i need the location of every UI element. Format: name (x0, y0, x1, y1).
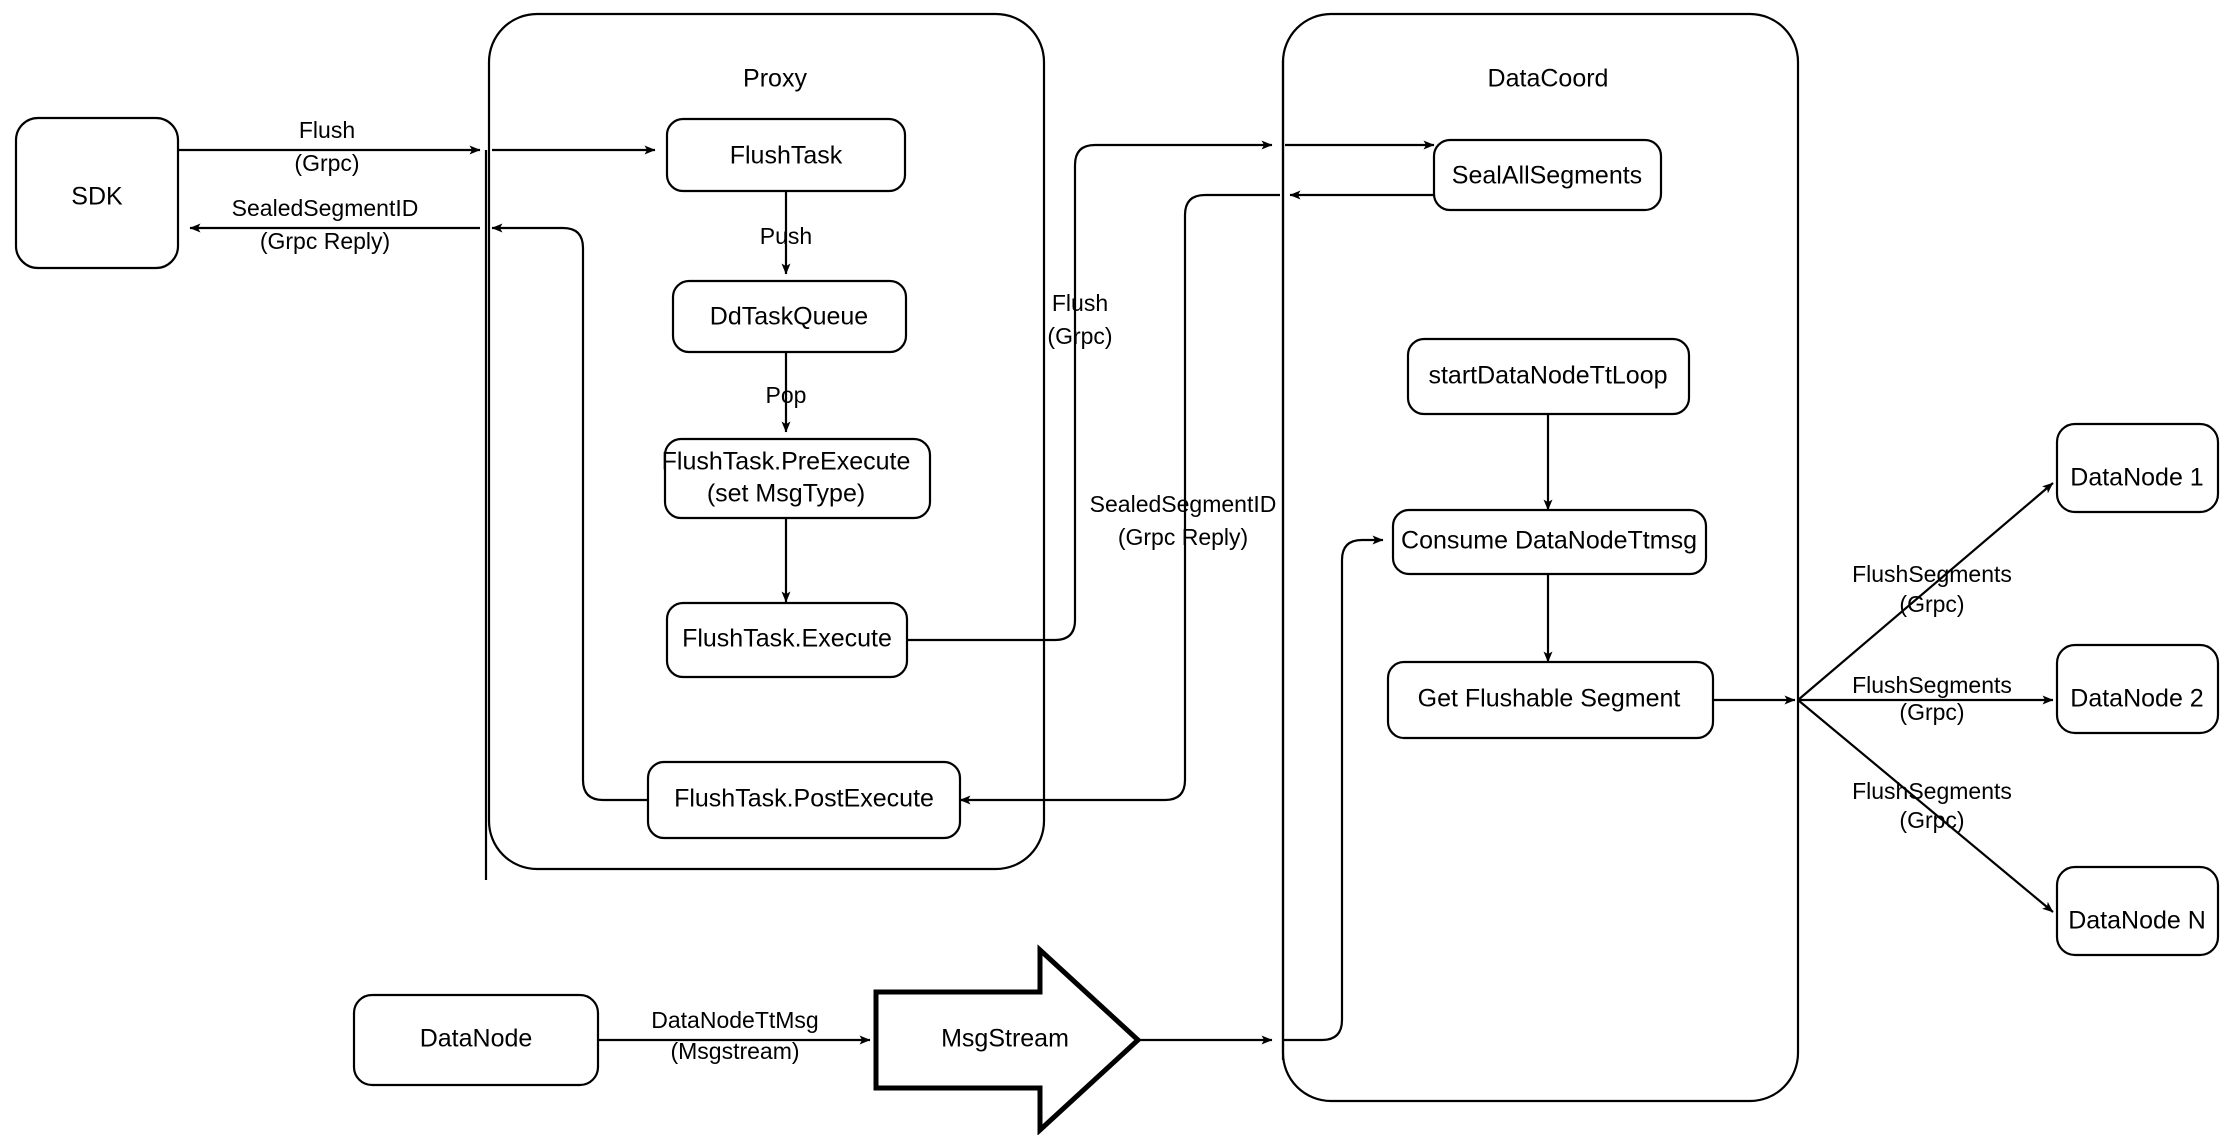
node-flushtask-preexecute-label-line1: FlushTask.PreExecute (662, 448, 911, 476)
node-msgstream-label: MsgStream (941, 1025, 1069, 1053)
node-flushtask-preexecute-label-line2: (set MsgType) (707, 480, 865, 508)
edge-label-push: Push (760, 223, 812, 249)
node-flushtask[interactable] (665, 117, 907, 193)
node-ddtaskqueue-label: DdTaskQueue (710, 303, 868, 331)
node-get-flushable-segment-label: Get Flushable Segment (1418, 685, 1681, 713)
node-datanode-source-label: DataNode (420, 1025, 533, 1053)
node-flushtask-preexecute[interactable] (663, 437, 932, 520)
edge-label-coord-to-proxy-reply-line1: SealedSegmentID (1090, 491, 1277, 517)
edge-label-flushsegments-n-line1: FlushSegments (1852, 778, 2012, 804)
proxy-title: Proxy (743, 65, 807, 93)
edge-label-flushsegments-1-line1: FlushSegments (1852, 561, 2012, 587)
node-sealallsegments-label: SealAllSegments (1452, 162, 1642, 190)
edge-label-flushsegments-1-line2: (Grpc) (1899, 591, 1964, 617)
edge-datacoord-boundary-to-consume (1283, 535, 1384, 1042)
node-sdk[interactable] (14, 116, 180, 270)
edge-label-flushsegments-2-line2: (Grpc) (1899, 699, 1964, 725)
node-flushtask-label: FlushTask (730, 142, 843, 170)
node-datanode-1[interactable] (2055, 422, 2220, 514)
datacoord-title: DataCoord (1488, 65, 1609, 93)
node-datanode-n-label: DataNode N (2068, 907, 2206, 935)
edge-label-proxy-to-coord-flush-line1: Flush (1052, 290, 1108, 316)
edge-junction-to-datanode-n (1797, 699, 2054, 913)
edge-coord-to-postexecute (959, 193, 1280, 805)
node-consume-datanodettmsg-label: Consume DataNodeTtmsg (1401, 527, 1697, 555)
node-datanode-n[interactable] (2055, 865, 2220, 957)
node-get-flushable-segment[interactable] (1386, 660, 1715, 740)
node-sealallsegments[interactable] (1432, 138, 1663, 212)
edge-label-pop: Pop (766, 382, 807, 408)
edge-label-flush-grpc-line1: Flush (299, 117, 355, 143)
edge-label-flush-grpc-line2: (Grpc) (294, 150, 359, 176)
node-flushtask-postexecute-label: FlushTask.PostExecute (674, 785, 934, 813)
edge-label-flushsegments-2-line1: FlushSegments (1852, 672, 2012, 698)
edge-label-flushsegments-n-line2: (Grpc) (1899, 807, 1964, 833)
node-datanode-source[interactable] (352, 993, 600, 1087)
node-flushtask-execute-label: FlushTask.Execute (682, 625, 892, 653)
node-flushtask-postexecute[interactable] (646, 760, 962, 840)
node-ddtaskqueue[interactable] (671, 279, 908, 354)
edge-label-sealedsegmentid-reply-line2: (Grpc Reply) (260, 228, 390, 254)
node-msgstream-block-arrow[interactable] (873, 944, 1142, 1135)
node-startdatanodettloop[interactable] (1406, 337, 1691, 416)
node-datanode-2-label: DataNode 2 (2070, 685, 2203, 713)
edge-label-proxy-to-coord-flush-line2: (Grpc) (1047, 323, 1112, 349)
edge-execute-to-datacoord (908, 140, 1273, 642)
node-datanode-2[interactable] (2055, 643, 2220, 735)
node-flushtask-execute[interactable] (665, 601, 909, 679)
node-consume-datanodettmsg[interactable] (1391, 508, 1708, 576)
edge-label-coord-to-proxy-reply-line2: (Grpc Reply) (1118, 524, 1248, 550)
edge-junction-to-datanode-1 (1797, 482, 2054, 701)
node-datanode-1-label: DataNode 1 (2070, 464, 2203, 492)
edge-postexecute-to-reply-rail (491, 223, 648, 802)
node-startdatanodettloop-label: startDataNodeTtLoop (1428, 362, 1667, 390)
edge-label-datanodettmsg-line2: (Msgstream) (670, 1038, 799, 1064)
node-sdk-label: SDK (71, 183, 123, 211)
edge-label-datanodettmsg-line1: DataNodeTtMsg (651, 1007, 818, 1033)
edge-label-sealedsegmentid-reply-line1: SealedSegmentID (232, 195, 419, 221)
